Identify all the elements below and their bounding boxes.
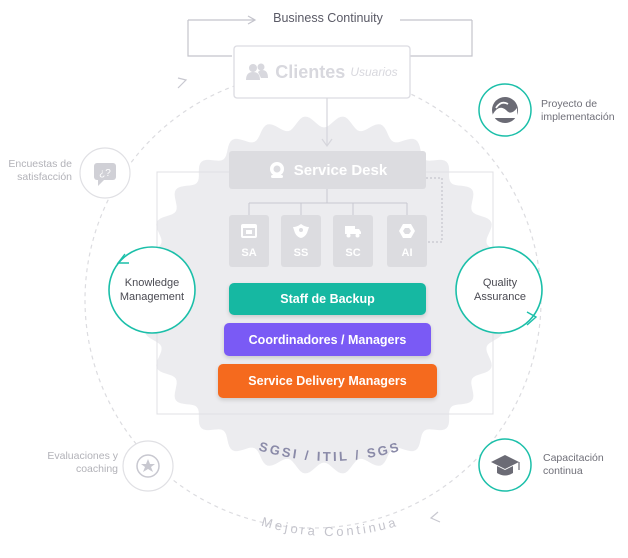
- clientes-to-desk-arrow: [321, 138, 333, 148]
- service-delivery-bar: Service Delivery Managers: [218, 364, 437, 398]
- svg-text:¿?: ¿?: [99, 168, 111, 179]
- capacitacion-label: Capacitación continua: [543, 452, 604, 477]
- tile-sc-label: SC: [345, 247, 361, 259]
- shield-icon: [293, 224, 309, 238]
- encuestas-label: Encuestas de satisfacción: [8, 158, 72, 183]
- business-continuity-arrow: [247, 15, 257, 25]
- tile-ss-label: SS: [293, 247, 309, 259]
- service-desk-content: Service Desk: [229, 151, 426, 189]
- desk-ai-connector: [426, 177, 443, 243]
- evaluaciones-label: Evaluaciones y coaching: [47, 450, 118, 475]
- quality-arrow-icon: [526, 311, 538, 326]
- cycle-arrow-top-left: [177, 77, 188, 89]
- graduation-cap-icon: [491, 455, 520, 476]
- coordinadores-bar: Coordinadores / Managers: [224, 323, 431, 356]
- cycle-arrow-bottom-right: [429, 511, 441, 523]
- tile-sc: SC: [333, 215, 373, 267]
- question-bubble-icon: ¿?: [94, 163, 116, 186]
- quality-label: Quality Assurance: [474, 277, 526, 303]
- quality-circle: [455, 246, 543, 334]
- users-icon: [246, 63, 269, 80]
- tile-sa: SA: [229, 215, 269, 267]
- clientes-content: Clientes Usuarios: [234, 46, 410, 98]
- tile-ss: SS: [281, 215, 321, 267]
- knowledge-arrow-icon: [116, 253, 129, 264]
- tile-ai-label: AI: [401, 247, 413, 259]
- hexagon-icon: [399, 224, 415, 238]
- staff-backup-bar: Staff de Backup: [229, 283, 426, 315]
- service-desk-box: [229, 151, 426, 189]
- business-continuity-label: Business Continuity: [273, 11, 383, 25]
- clientes-title: Clientes: [275, 61, 346, 82]
- knowledge-label: Knowledge Management: [119, 277, 185, 303]
- headset-icon: [269, 162, 284, 178]
- clientes-subtitle: Usuarios: [350, 65, 398, 79]
- browser-icon: [241, 224, 257, 238]
- star-badge-icon: [136, 454, 160, 478]
- tile-ai: AI: [387, 215, 427, 267]
- business-continuity-bracket: [187, 20, 473, 57]
- clientes-box: [233, 45, 411, 99]
- knowledge-circle: [108, 246, 196, 334]
- proyecto-label: Proyecto de implementación: [541, 98, 615, 123]
- service-desk-title: Service Desk: [293, 161, 388, 179]
- truck-icon: [345, 226, 361, 238]
- wave-icon: [492, 97, 518, 123]
- tile-sa-label: SA: [241, 247, 257, 259]
